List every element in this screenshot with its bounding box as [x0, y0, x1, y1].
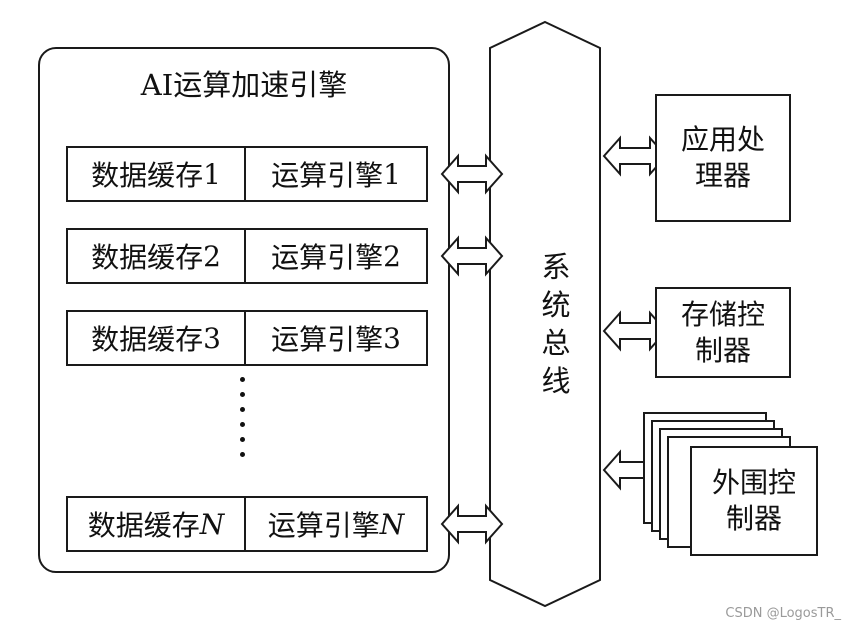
- peripheral-controller-box: 外围控制器: [690, 446, 818, 556]
- row1-bus-arrow: [440, 153, 504, 195]
- row2-bus-arrow: [440, 235, 504, 277]
- system-bus-label: 系 统 总 线: [541, 250, 571, 398]
- system-bus-arrow: [489, 20, 601, 608]
- app-processor-box: 应用处理器: [655, 94, 791, 222]
- watermark: CSDN @LogosTR_: [725, 606, 841, 621]
- vertical-ellipsis: [238, 377, 248, 467]
- rown-bus-arrow: [440, 503, 504, 545]
- storage-controller-box: 存储控制器: [655, 287, 791, 378]
- ai-engine-title: AI运算加速引擎: [140, 68, 348, 102]
